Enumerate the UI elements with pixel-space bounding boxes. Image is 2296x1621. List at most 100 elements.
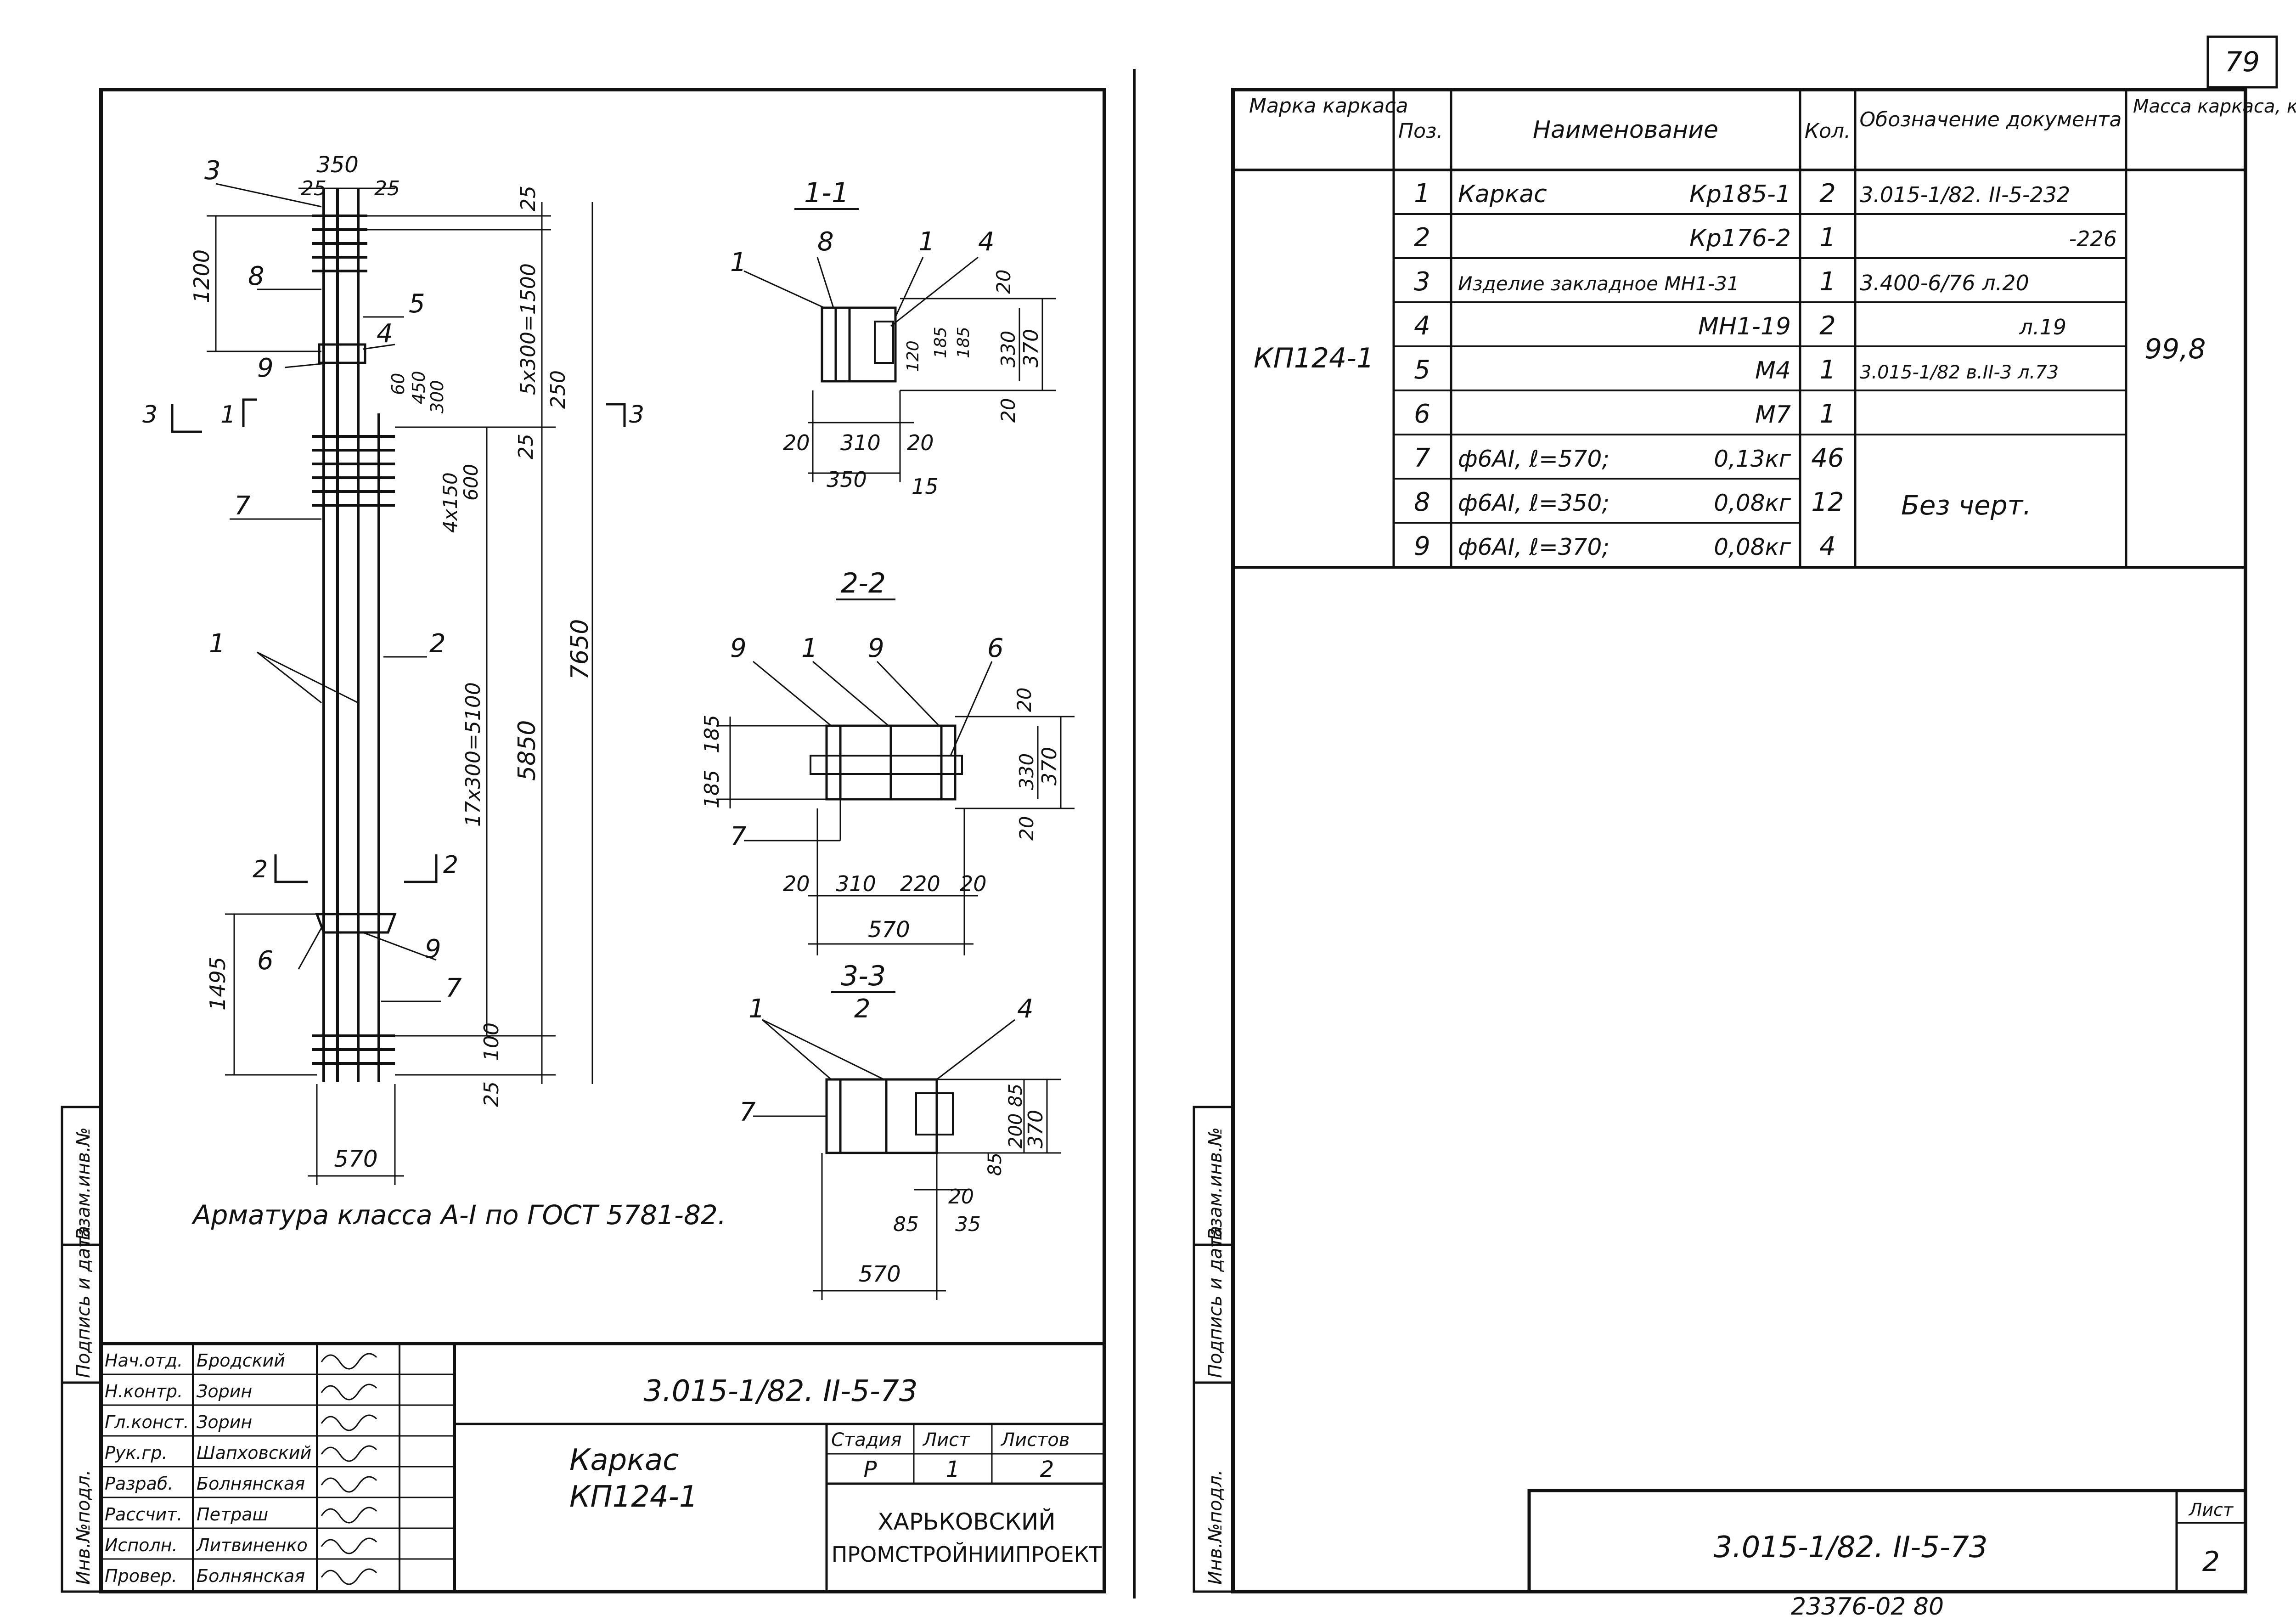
svg-text:570: 570 xyxy=(334,1146,377,1172)
svg-text:185: 185 xyxy=(700,770,724,808)
svg-text:Болнянская: Болнянская xyxy=(197,1566,305,1586)
svg-text:Зорин: Зорин xyxy=(197,1412,252,1432)
svg-text:6: 6 xyxy=(1414,399,1430,429)
svg-text:Лист: Лист xyxy=(2188,1500,2234,1520)
header-mark: Марка каркаса xyxy=(1249,94,1408,118)
svg-text:1: 1 xyxy=(1414,179,1430,209)
svg-text:2: 2 xyxy=(2202,1546,2220,1578)
svg-text:Литвиненко: Литвиненко xyxy=(196,1535,308,1555)
svg-text:М7: М7 xyxy=(1755,401,1791,429)
svg-text:Взам.инв.№: Взам.инв.№ xyxy=(1205,1127,1226,1240)
svg-text:4х150: 4х150 xyxy=(439,472,461,533)
svg-text:9: 9 xyxy=(1414,531,1430,561)
steel-note: Арматура класса А-I по ГОСТ 5781-82. xyxy=(191,1199,726,1231)
svg-text:17х300=5100: 17х300=5100 xyxy=(461,682,485,827)
svg-text:20: 20 xyxy=(948,1185,974,1209)
svg-text:185: 185 xyxy=(931,327,950,358)
left-side-stamp: Инв.№подл. Подпись и дата Взам.инв.№ xyxy=(61,1106,102,1593)
svg-text:1: 1 xyxy=(209,629,225,659)
svg-text:Инв.№подл.: Инв.№подл. xyxy=(1205,1469,1226,1585)
svg-text:220: 220 xyxy=(900,871,940,896)
section-1-1: 1-1 20 330 370 20 120 185 185 20 310 20 … xyxy=(730,177,1056,499)
svg-text:25: 25 xyxy=(517,186,540,211)
svg-text:7: 7 xyxy=(234,491,251,521)
svg-text:Каркас: Каркас xyxy=(1458,181,1547,208)
right-side-stamp: Инв.№подл. Подпись и дата Взам.инв.№ xyxy=(1193,1106,1234,1593)
svg-text:7: 7 xyxy=(445,973,462,1003)
svg-text:М4: М4 xyxy=(1755,357,1791,384)
svg-text:4: 4 xyxy=(1819,531,1836,561)
svg-text:3: 3 xyxy=(204,156,221,186)
svg-text:ХАРЬКОВСКИЙ: ХАРЬКОВСКИЙ xyxy=(878,1508,1055,1535)
svg-text:85: 85 xyxy=(985,1152,1006,1176)
svg-text:2-2: 2-2 xyxy=(841,567,886,599)
svg-text:ф6АI, ℓ=370;: ф6АI, ℓ=370; xyxy=(1458,534,1609,560)
svg-text:310: 310 xyxy=(840,430,881,455)
right-sheet: Инв.№подл. Подпись и дата Взам.инв.№ xyxy=(1193,88,2296,1621)
svg-text:35: 35 xyxy=(955,1213,981,1236)
svg-text:300: 300 xyxy=(427,380,447,413)
svg-text:-226: -226 xyxy=(2069,226,2117,251)
svg-text:1: 1 xyxy=(730,248,747,277)
svg-text:8: 8 xyxy=(248,261,264,291)
table-row: 8 ф6АI, ℓ=350; 0,08кг 12 xyxy=(1414,487,1844,517)
svg-text:1: 1 xyxy=(918,227,935,257)
side-stamp-replace: Взам.инв.№ xyxy=(73,1127,94,1240)
svg-text:250: 250 xyxy=(546,370,570,409)
table-row: 5 М4 1 3.015-1/82 в.II-3 л.73 xyxy=(1414,355,2059,385)
svg-text:4: 4 xyxy=(1017,994,1034,1024)
side-stamp-inv: Инв.№подл. xyxy=(73,1469,94,1585)
svg-text:2: 2 xyxy=(1040,1457,1054,1482)
svg-text:6: 6 xyxy=(257,946,274,976)
svg-text:5: 5 xyxy=(1414,355,1430,385)
svg-text:Зорин: Зорин xyxy=(197,1381,252,1401)
svg-text:350: 350 xyxy=(827,467,867,492)
svg-text:25: 25 xyxy=(301,177,326,200)
table-row: 6 М7 1 xyxy=(1414,399,1836,429)
svg-text:20: 20 xyxy=(997,398,1019,423)
svg-text:310: 310 xyxy=(836,871,876,896)
svg-text:450: 450 xyxy=(409,371,429,404)
page-number: 79 xyxy=(2225,46,2260,78)
svg-text:3.400-6/76 л.20: 3.400-6/76 л.20 xyxy=(1860,271,2029,295)
svg-text:100: 100 xyxy=(480,1022,503,1061)
svg-text:2: 2 xyxy=(1819,311,1836,341)
svg-text:1: 1 xyxy=(1819,267,1836,297)
left-doc-code: 3.015-1/82. II-5-73 xyxy=(644,1374,918,1408)
svg-text:4: 4 xyxy=(978,227,995,257)
svg-text:20: 20 xyxy=(960,871,987,896)
title-block: Нач.отд. Бродский Н.контр. Зорин Гл.конс… xyxy=(99,1342,1106,1593)
svg-text:Гл.конст.: Гл.конст. xyxy=(105,1412,189,1432)
svg-text:60: 60 xyxy=(388,373,408,395)
svg-text:570: 570 xyxy=(868,917,910,943)
svg-text:1: 1 xyxy=(1819,355,1836,385)
page-number-box xyxy=(2206,35,2278,89)
svg-text:5850: 5850 xyxy=(513,720,541,781)
svg-text:Н.контр.: Н.контр. xyxy=(105,1381,183,1401)
svg-text:1200: 1200 xyxy=(189,249,214,303)
svg-text:5х300=1500: 5х300=1500 xyxy=(517,263,540,395)
svg-text:8: 8 xyxy=(817,227,834,257)
svg-text:7650: 7650 xyxy=(566,619,594,680)
header-doc: Обозначение документа xyxy=(1860,108,2122,131)
svg-text:2: 2 xyxy=(854,994,871,1024)
svg-text:Стадия: Стадия xyxy=(831,1429,901,1451)
table-row: 7 ф6АI, ℓ=570; 0,13кг 46 xyxy=(1414,443,1844,473)
svg-text:20: 20 xyxy=(1013,688,1035,712)
svg-text:20: 20 xyxy=(783,871,810,896)
svg-text:15: 15 xyxy=(912,474,939,499)
right-doc-code: 3.015-1/82. II-5-73 xyxy=(1714,1531,1988,1565)
svg-text:330: 330 xyxy=(1015,753,1038,790)
svg-text:0,08кг: 0,08кг xyxy=(1714,534,1791,560)
svg-text:1: 1 xyxy=(1819,399,1836,429)
svg-text:85: 85 xyxy=(893,1213,919,1236)
svg-text:20: 20 xyxy=(907,430,934,455)
svg-text:Рук.гр.: Рук.гр. xyxy=(105,1443,168,1463)
right-title-block: 3.015-1/82. II-5-73 Лист 2 xyxy=(1527,1489,2247,1593)
table-row: 4 МН1-19 2 л.19 xyxy=(1414,311,2066,341)
svg-text:85: 85 xyxy=(1005,1084,1026,1107)
svg-text:3-3: 3-3 xyxy=(841,960,886,992)
svg-text:6: 6 xyxy=(987,633,1004,663)
svg-text:1-1: 1-1 xyxy=(804,177,849,209)
